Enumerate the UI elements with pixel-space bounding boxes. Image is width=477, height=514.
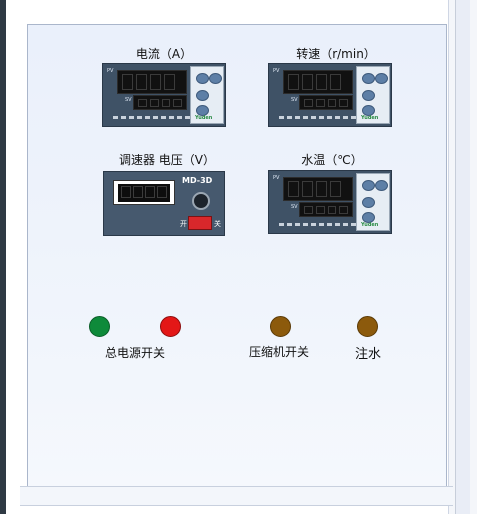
speed-indicator-leds — [279, 116, 356, 119]
current-sv-label: SV — [125, 97, 132, 103]
speed-pv-label: PV — [273, 68, 280, 74]
speed-cycle-button[interactable] — [375, 73, 388, 84]
water-temp-button-panel: Yuden — [356, 173, 390, 231]
water-temp-meter: PV SV Yuden — [268, 170, 392, 234]
current-cycle-button[interactable] — [209, 73, 222, 84]
speed-controller-switch[interactable] — [188, 216, 212, 230]
speed-brand: Yuden — [361, 115, 379, 121]
water-temp-pv-label: PV — [273, 175, 280, 181]
switch-on-label: 开 — [180, 220, 187, 228]
current-meter: PV SV Yuden — [102, 63, 226, 127]
speed-pv-display — [283, 70, 353, 94]
main-power-on-lamp[interactable] — [89, 316, 110, 337]
current-indicator-leds — [113, 116, 190, 119]
water-temp-indicator-leds — [279, 223, 356, 226]
current-left-button[interactable] — [196, 73, 209, 84]
current-sv-display — [133, 95, 187, 110]
speed-controller-model: MD-3D — [182, 176, 213, 185]
speed-down-button[interactable] — [362, 105, 375, 116]
current-meter-label: 电流（A） — [135, 47, 193, 61]
main-power-off-lamp[interactable] — [160, 316, 181, 337]
speed-sv-display — [299, 95, 353, 110]
speed-left-button[interactable] — [362, 73, 375, 84]
switch-off-label: 关 — [214, 220, 221, 228]
water-temp-sv-display — [299, 202, 353, 217]
water-fill-lamp[interactable] — [357, 316, 378, 337]
main-power-label: 总电源开关 — [104, 346, 165, 360]
speed-meter: PV SV Yuden — [268, 63, 392, 127]
speed-adjust-knob[interactable] — [192, 192, 210, 210]
left-edge-strip — [0, 0, 6, 514]
cabinet-base — [20, 486, 453, 506]
water-temp-up-button[interactable] — [362, 197, 375, 208]
speed-up-button[interactable] — [362, 90, 375, 101]
water-temp-brand: Yuden — [361, 222, 379, 228]
current-pv-label: PV — [107, 68, 114, 74]
speed-controller-label: 调速器 电压（V） — [118, 153, 216, 167]
water-temp-sv-label: SV — [291, 204, 298, 210]
compressor-lamp[interactable] — [270, 316, 291, 337]
current-brand: Yuden — [195, 115, 213, 121]
speed-controller-display — [113, 180, 175, 205]
right-edge-strip — [448, 0, 477, 514]
compressor-label: 压缩机开关 — [248, 345, 309, 359]
current-up-button[interactable] — [196, 90, 209, 101]
current-down-button[interactable] — [196, 105, 209, 116]
water-temp-label: 水温（℃） — [301, 153, 363, 167]
speed-controller: MD-3D 开 关 — [103, 171, 225, 236]
water-temp-pv-display — [283, 177, 353, 201]
water-fill-label: 注水 — [354, 347, 381, 362]
speed-meter-label: 转速（r/min） — [296, 47, 376, 61]
current-button-panel: Yuden — [190, 66, 224, 124]
water-temp-cycle-button[interactable] — [375, 180, 388, 191]
speed-button-panel: Yuden — [356, 66, 390, 124]
water-temp-left-button[interactable] — [362, 180, 375, 191]
current-pv-display — [117, 70, 187, 94]
speed-sv-label: SV — [291, 97, 298, 103]
water-temp-down-button[interactable] — [362, 212, 375, 223]
